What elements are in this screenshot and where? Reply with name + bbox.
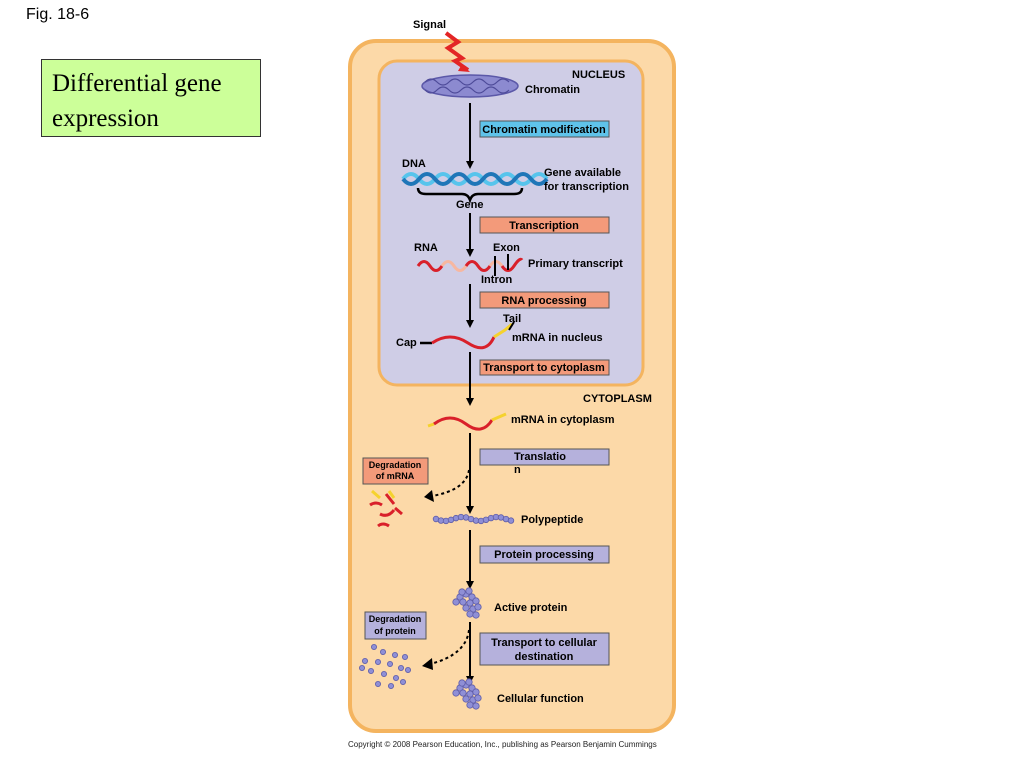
signal-arrowhead-icon — [458, 64, 470, 72]
cytoplasm-label: CYTOPLASM — [583, 393, 652, 405]
degraded-mrna-fragments-icon — [369, 489, 403, 528]
signal-label: Signal — [413, 19, 446, 31]
mrna-in-cytoplasm-label: mRNA in cytoplasm — [511, 414, 615, 426]
cellular-function-protein-icon — [452, 678, 482, 710]
tail-label: Tail — [503, 313, 521, 325]
chromatin-label: Chromatin — [525, 84, 580, 96]
protein-processing-label: Protein processing — [494, 549, 594, 561]
transcription-label: Transcription — [509, 220, 579, 232]
transport-to-cytoplasm-box — [479, 359, 610, 376]
polypeptide-label: Polypeptide — [521, 514, 583, 526]
mrna-nucleus-icon — [420, 321, 515, 350]
arrow-to-protein-degradation-head — [422, 658, 433, 670]
translation-label-1: Translatio — [514, 451, 566, 463]
figure-label: Fig. 18-6 — [26, 6, 90, 23]
rna-processing-label: RNA processing — [501, 295, 586, 307]
transport-cellular-label-2: destination — [515, 651, 574, 663]
slide-title-line-2: expression — [52, 105, 159, 132]
protein-processing-box — [479, 545, 610, 564]
rna-label: RNA — [414, 242, 438, 254]
gene-available-label-1: Gene available — [544, 167, 621, 179]
chromatin-modification-box — [479, 120, 610, 138]
transcription-box — [479, 216, 610, 234]
active-protein-icon — [452, 587, 482, 619]
signal-bolt-icon — [444, 31, 470, 72]
mrna-in-nucleus-label: mRNA in nucleus — [512, 332, 603, 344]
degradation-mrna-label-2: of mRNA — [376, 471, 415, 481]
rna-processing-box — [479, 291, 610, 309]
dna-label: DNA — [402, 158, 426, 170]
degradation-mrna-label-1: Degradation — [369, 460, 422, 470]
translation-box — [479, 448, 610, 466]
gene-label: Gene — [456, 199, 484, 211]
chromatin-modification-label: Chromatin modification — [482, 124, 606, 136]
degradation-protein-box — [364, 611, 427, 640]
degradation-mrna-box — [362, 457, 429, 485]
dna-helix-icon — [401, 172, 549, 186]
mrna-cytoplasm-icon — [427, 412, 507, 431]
degradation-protein-label-1: Degradation — [369, 614, 422, 624]
transport-to-cytoplasm-label: Transport to cytoplasm — [483, 362, 605, 374]
degraded-protein-icon — [358, 644, 411, 690]
cap-label: Cap — [396, 337, 417, 349]
chromatin-icon — [421, 74, 519, 98]
primary-transcript-label: Primary transcript — [528, 258, 623, 270]
degradation-protein-label-2: of protein — [374, 626, 416, 636]
arrow-to-protein-degradation — [429, 629, 470, 665]
intron-label: Intron — [481, 274, 512, 286]
active-protein-label: Active protein — [494, 602, 568, 614]
gene-available-label-2: for transcription — [544, 181, 629, 193]
slide-title-box: Differential gene expression — [41, 59, 261, 137]
transport-cellular-box — [479, 632, 610, 666]
transport-cellular-label-1: Transport to cellular — [491, 637, 597, 649]
gene-brace — [416, 187, 524, 204]
translation-label-2: n — [514, 464, 521, 476]
primary-transcript-icon — [416, 254, 524, 276]
arrow-to-mrna-degradation-head — [424, 490, 434, 502]
exon-label: Exon — [493, 242, 520, 254]
cellular-function-label: Cellular function — [497, 693, 584, 705]
nucleus-label: NUCLEUS — [572, 69, 625, 81]
arrow-to-mrna-degradation — [431, 469, 470, 497]
slide-title-line-1: Differential gene — [52, 70, 222, 97]
polypeptide-icon — [432, 513, 515, 525]
copyright-text: Copyright © 2008 Pearson Education, Inc.… — [348, 740, 657, 749]
